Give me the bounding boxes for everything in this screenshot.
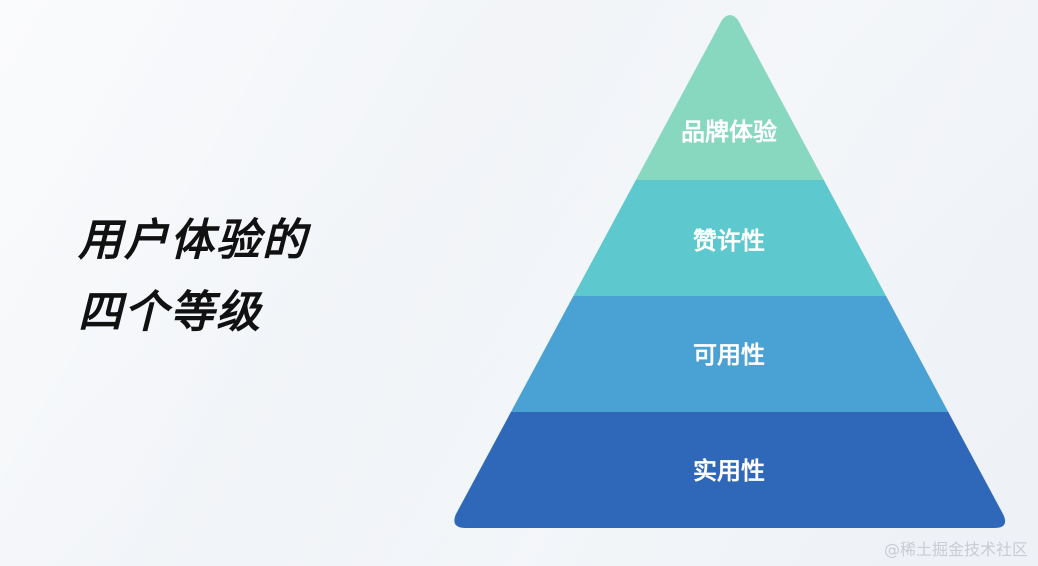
heading-line-1: 用户体验的 bbox=[78, 215, 308, 266]
tier-label-usability: 可用性 bbox=[693, 341, 765, 369]
tier-label-desirability: 赞许性 bbox=[692, 227, 765, 255]
pyramid-tier-utility bbox=[454, 412, 1006, 528]
tier-label-brand-experience: 品牌体验 bbox=[681, 118, 777, 146]
heading-line-2: 四个等级 bbox=[78, 287, 262, 338]
heading: 用户体验的 四个等级 bbox=[78, 205, 308, 349]
watermark: @稀土掘金技术社区 bbox=[883, 540, 1028, 559]
tier-label-utility: 实用性 bbox=[693, 457, 765, 485]
pyramid-tier-brand-experience bbox=[454, 15, 1006, 180]
